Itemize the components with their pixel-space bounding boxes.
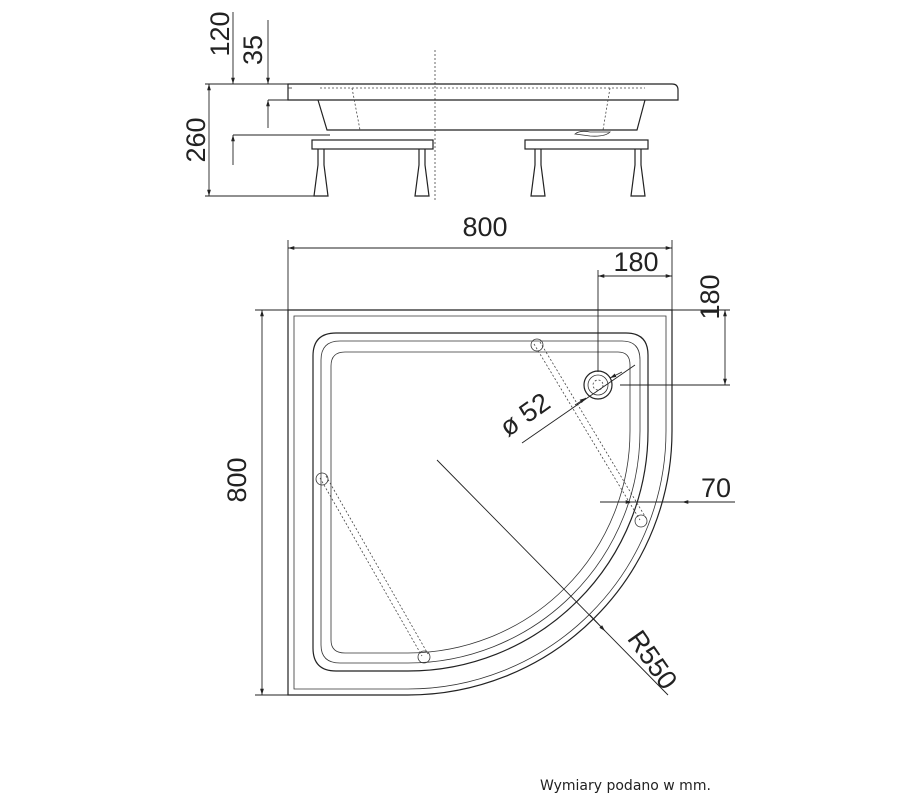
dim-height-tray: 120: [205, 11, 235, 56]
frame-bar-right: [524, 139, 649, 150]
tray-outline: [287, 309, 673, 696]
dim-radius: R550: [622, 625, 684, 695]
frame-bar-left: [311, 139, 434, 150]
tray-basin: [317, 99, 646, 131]
dim-drain-diameter: ø 52: [494, 387, 555, 443]
dim-depth-left: 800: [222, 457, 252, 502]
basin-floor: [330, 351, 631, 654]
drain: [583, 370, 613, 400]
top-view: 800 180 180 800 ø 52 70 R550: [222, 212, 735, 696]
dim-rim-width: 70: [701, 473, 731, 503]
tray-rim: [287, 83, 679, 101]
basin-outer-edge: [312, 332, 649, 672]
support-legs: [313, 149, 646, 197]
dim-height-total: 260: [181, 117, 211, 162]
units-note: Wymiary podano w mm.: [540, 778, 711, 794]
dim-rim-height: 35: [238, 35, 268, 65]
dim-drain-offset-x: 180: [613, 247, 658, 277]
dim-width-top: 800: [462, 212, 507, 242]
drain-outlet: [574, 130, 611, 137]
side-view: 260 120 35: [181, 11, 679, 200]
dim-drain-offset-y: 180: [695, 274, 725, 319]
